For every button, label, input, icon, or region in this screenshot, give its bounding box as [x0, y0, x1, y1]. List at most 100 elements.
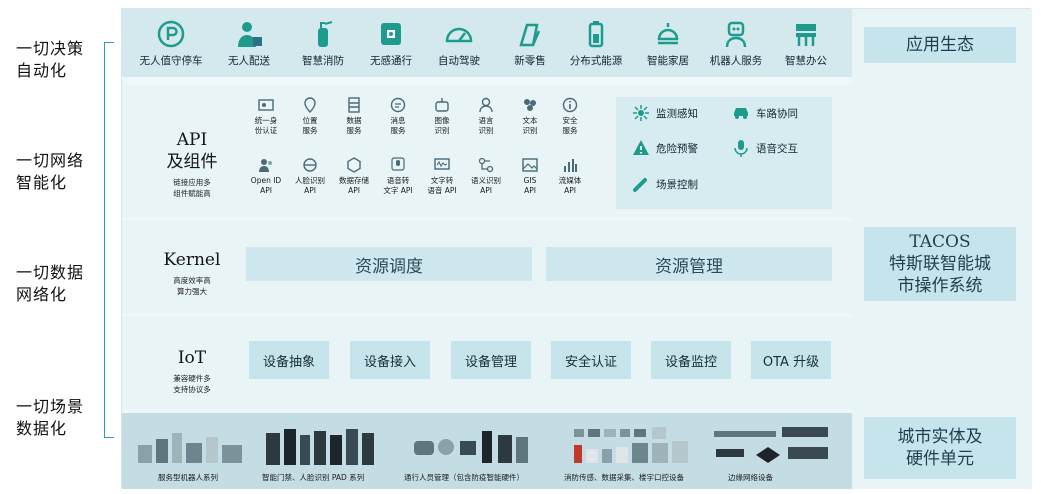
capability-label: 车路协同	[756, 107, 798, 120]
hw-fire-sensors	[572, 425, 692, 467]
car-icon	[734, 108, 748, 119]
kernel-sub-1: 高度效率高	[173, 276, 211, 285]
app-retail: 新零售	[489, 19, 571, 68]
app-label: 自动驾驶	[438, 55, 480, 67]
api-label: 语义识别 API	[471, 176, 501, 195]
app-office: 智慧办公	[765, 19, 847, 68]
principle-decision: 一切决策 自动化	[16, 39, 85, 80]
api-location: 位置 服务	[288, 97, 332, 136]
parking-icon	[157, 20, 185, 48]
personnel-device-image	[414, 431, 528, 463]
api-label: 人脸识别 API	[295, 176, 325, 195]
api-label: 图像 识别	[434, 116, 450, 135]
hw-label-edge: 边缘网络设备	[728, 473, 773, 482]
semantic-link-icon	[478, 157, 494, 173]
api-message: 消息 服务	[376, 97, 420, 136]
api-title-2: 及组件	[166, 152, 218, 172]
chip-device-management: 设备管理	[451, 341, 531, 379]
database-icon	[348, 97, 360, 113]
app-label: 智能家居	[647, 55, 689, 67]
api-semantic: 语义识别 API	[464, 157, 508, 196]
api-gis: GIS API	[508, 157, 552, 196]
robots-image	[138, 433, 242, 463]
app-autodrive: 自动驾驶	[418, 19, 500, 68]
chip-device-access: 设备接入	[350, 341, 430, 379]
app-smarthome: 智能家居	[627, 19, 709, 68]
microphone-icon	[391, 157, 405, 171]
hw-robots	[136, 425, 246, 465]
api-label: 数据 服务	[346, 116, 362, 135]
warning-triangle-icon	[633, 140, 649, 155]
left-principles: 一切决策 自动化 一切网络 智能化 一切数据 网络化 一切场景 数据化	[0, 0, 118, 494]
resource-scheduling-bar: 资源调度	[246, 247, 532, 281]
api-security: 安全 服务	[548, 97, 592, 136]
location-pin-icon	[304, 97, 316, 113]
resource-scheduling-label: 资源调度	[355, 256, 423, 277]
text-cluster-icon	[524, 99, 536, 111]
api-label: GIS API	[523, 176, 537, 195]
chip-label: 设备接入	[363, 354, 416, 370]
iot-sub-1: 兼容硬件多	[173, 374, 211, 383]
fire-extinguisher-icon	[318, 21, 333, 47]
hardware-unit-box: 城市实体及 硬件单元	[864, 417, 1016, 479]
hw-label-robots: 服务型机器人系列	[158, 473, 218, 482]
robot-service-icon	[725, 21, 747, 48]
api-openid: Open ID API	[244, 157, 288, 196]
api-face: 人脸识别 API	[288, 157, 332, 196]
hw-label-fire: 消防传感、数据采集、楼宇口控设备	[564, 473, 684, 482]
app-parking: 无人值守停车	[130, 19, 212, 68]
app-label: 智慧办公	[785, 55, 827, 67]
chip-label: 设备监控	[664, 354, 717, 370]
users-icon	[259, 159, 272, 172]
shield-access-icon	[381, 23, 401, 45]
hardware-unit-2: 硬件单元	[906, 449, 974, 469]
capability-label: 危险预警	[656, 142, 698, 155]
api-label: 语言 识别	[478, 116, 494, 135]
api-storage: 数据存储 API	[332, 157, 376, 196]
api-data: 数据 服务	[332, 97, 376, 136]
app-label: 智慧消防	[302, 55, 344, 67]
chip-label: 安全认证	[564, 354, 617, 370]
tacos-title: TACOS	[909, 232, 971, 252]
app-fire: 智慧消防	[282, 19, 364, 68]
iot-layer-title: IoT 兼容硬件多 支持协议多	[142, 347, 242, 395]
chip-device-abstraction: 设备抽象	[249, 341, 329, 379]
chip-label: 设备管理	[464, 354, 517, 370]
capability-box	[616, 97, 832, 209]
app-label: 无人值守停车	[139, 55, 203, 67]
resource-management-bar: 资源管理	[546, 247, 832, 281]
api-label: 安全 服务	[562, 116, 578, 135]
microphone-icon	[734, 140, 748, 157]
kernel-sub-2: 算力强大	[177, 287, 207, 296]
hw-access-pads	[264, 425, 376, 467]
tacos-sub-1: 特斯联智能城	[889, 254, 991, 274]
capability-label: 语音交互	[756, 142, 798, 155]
api-label: 语音转 文字 API	[383, 176, 413, 195]
api-identity: 统一身 份认证	[244, 97, 288, 136]
capability-warning: 危险预警	[632, 139, 698, 157]
sensor-devices-image	[574, 427, 688, 463]
kernel-title: Kernel	[163, 250, 221, 270]
bar-stream-icon	[564, 159, 577, 172]
capability-scene: 场景控制	[632, 175, 698, 193]
map-image-icon	[522, 158, 538, 172]
tacos-box: TACOS 特斯联智能城 市操作系统	[864, 227, 1016, 301]
api-title-1: API	[176, 130, 208, 150]
app-ecosystem-label: 应用生态	[906, 35, 974, 55]
api-speech: 语言 识别	[464, 97, 508, 136]
api-label: 文字转 语音 API	[427, 176, 457, 195]
id-card-icon	[258, 99, 274, 111]
api-tts: 文字转 语音 API	[420, 157, 464, 196]
hw-personnel	[412, 425, 532, 465]
hw-edge-network	[712, 425, 832, 467]
chip-label: 设备抽象	[262, 354, 315, 370]
app-robot: 机器人服务	[695, 19, 777, 68]
storage-box-icon	[347, 157, 361, 173]
app-label: 无人配送	[228, 55, 270, 67]
capability-label: 场景控制	[656, 178, 698, 191]
lamp-icon	[657, 23, 679, 45]
api-stt: 语音转 文字 API	[376, 157, 420, 196]
iot-sub-2: 支持协议多	[173, 385, 211, 394]
capability-voice: 语音交互	[732, 139, 798, 157]
api-text: 文本 识别	[508, 97, 552, 136]
